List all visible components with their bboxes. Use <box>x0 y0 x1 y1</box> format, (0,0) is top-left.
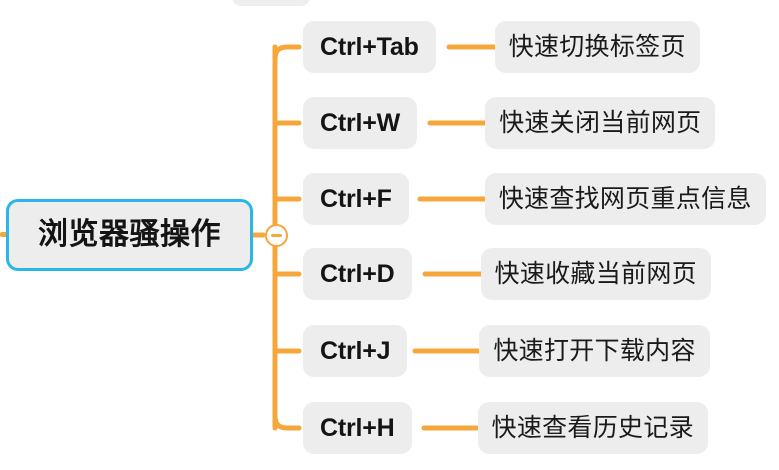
shortcut-key-node[interactable]: Ctrl+H <box>303 402 412 454</box>
shortcut-key-node[interactable]: Ctrl+F <box>303 173 409 225</box>
shortcut-description-label: 快速查找网页重点信息 <box>498 184 752 213</box>
root-node[interactable]: 浏览器骚操作 <box>6 199 253 271</box>
shortcut-key-node[interactable]: Ctrl+J <box>303 325 408 377</box>
minus-icon <box>271 234 282 237</box>
shortcut-description-label: 快速关闭当前网页 <box>499 108 702 137</box>
shortcut-key-label: Ctrl+J <box>320 336 391 365</box>
shortcut-description-label: 快速打开下载内容 <box>493 336 696 365</box>
shortcut-description-label: 快速切换标签页 <box>508 32 686 61</box>
shortcut-key-label: Ctrl+Tab <box>320 32 419 61</box>
clipped-node-above[interactable] <box>232 0 310 6</box>
shortcut-key-label: Ctrl+D <box>320 259 395 288</box>
shortcut-description-label: 快速查看历史记录 <box>491 413 694 442</box>
branch-row: Ctrl+F 快速查找网页重点信息 <box>303 173 766 225</box>
shortcut-key-node[interactable]: Ctrl+W <box>303 97 418 149</box>
shortcut-description-node[interactable]: 快速切换标签页 <box>494 21 700 73</box>
collapse-toggle-button[interactable] <box>265 224 288 247</box>
shortcut-description-node[interactable]: 快速查看历史记录 <box>477 402 708 454</box>
branch-row: Ctrl+H 快速查看历史记录 <box>303 402 708 454</box>
branch-row: Ctrl+W 快速关闭当前网页 <box>303 97 716 149</box>
shortcut-description-node[interactable]: 快速关闭当前网页 <box>485 97 716 149</box>
shortcut-key-node[interactable]: Ctrl+Tab <box>303 21 436 73</box>
shortcut-key-label: Ctrl+H <box>320 413 395 442</box>
shortcut-key-label: Ctrl+F <box>320 184 392 213</box>
branch-row: Ctrl+D 快速收藏当前网页 <box>303 248 711 300</box>
shortcut-key-node[interactable]: Ctrl+D <box>303 248 412 300</box>
shortcut-description-node[interactable]: 快速打开下载内容 <box>479 325 710 377</box>
branch-row: Ctrl+Tab 快速切换标签页 <box>303 21 700 73</box>
shortcut-key-label: Ctrl+W <box>320 108 401 137</box>
root-node-label: 浏览器骚操作 <box>38 218 221 251</box>
branch-row: Ctrl+J 快速打开下载内容 <box>303 325 710 377</box>
shortcut-description-node[interactable]: 快速查找网页重点信息 <box>484 173 766 225</box>
shortcut-description-label: 快速收藏当前网页 <box>494 259 697 288</box>
shortcut-description-node[interactable]: 快速收藏当前网页 <box>480 248 711 300</box>
